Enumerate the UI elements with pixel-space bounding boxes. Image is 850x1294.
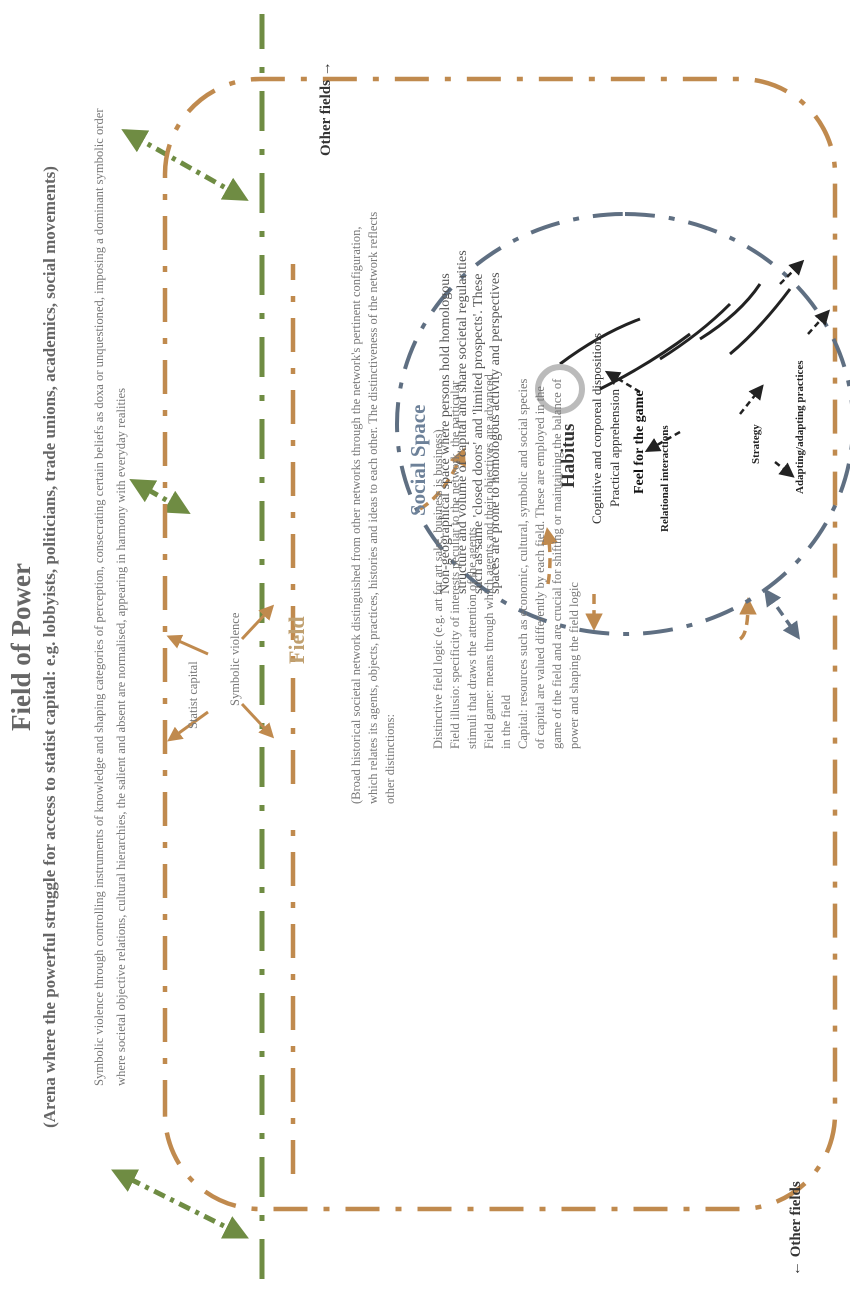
social-space-description: Non-geographical space where persons hol… xyxy=(438,250,503,594)
brown-arrow-statist-left xyxy=(167,710,209,742)
habitus-feel: Feel for the game xyxy=(632,390,647,494)
habitus-strategy: Strategy xyxy=(750,424,762,464)
green-arrow-middle xyxy=(129,479,191,514)
brown-arrow-violence-right xyxy=(240,604,275,641)
social-space-ellipse xyxy=(395,212,850,636)
symbolic-violence-text: Symbolic violence through controlling in… xyxy=(92,108,128,1086)
brown-arrow-violence-left xyxy=(240,702,275,739)
field-description: (Broad historical societal network disti… xyxy=(349,211,397,804)
habitus-cognitive: Cognitive and corporeal dispositions xyxy=(589,332,604,524)
field-title: Field xyxy=(284,616,309,664)
habitus-practical: Practical apprehension xyxy=(607,388,622,507)
statist-capital-label: Statist capital xyxy=(186,661,200,729)
habitus-title: Habitus xyxy=(558,423,579,488)
black-arrow-5 xyxy=(807,309,831,335)
black-arrow-1 xyxy=(604,370,641,394)
other-fields-left-label: ← Other fields xyxy=(788,1181,804,1276)
slate-arrow-social xyxy=(763,588,801,640)
brown-arrow-field-d xyxy=(738,597,757,641)
other-fields-right-label: Other fields → xyxy=(318,61,334,156)
green-arrow-left xyxy=(111,1169,249,1239)
habitus-relational: Relational interactions xyxy=(659,425,671,532)
habitus-adapting: Adapting/adapting practices xyxy=(794,360,806,494)
field-boundary xyxy=(162,76,838,1212)
diagram-title: Field of Power xyxy=(6,563,36,731)
black-arrow-2 xyxy=(644,430,681,452)
green-arrow-right xyxy=(121,129,249,201)
symbolic-violence-label: Symbolic violence xyxy=(228,612,242,706)
social-space-title: Social Space xyxy=(406,404,430,516)
black-arrow-4 xyxy=(774,461,795,478)
brown-arrow-field-b xyxy=(541,527,559,585)
black-arrow-3 xyxy=(739,384,764,415)
brown-arrow-field-a xyxy=(419,447,466,511)
black-arrow-6 xyxy=(779,259,805,285)
diagram-subtitle: (Arena where the powerful struggle for a… xyxy=(40,166,59,1128)
brown-arrow-statist-right xyxy=(166,634,209,656)
